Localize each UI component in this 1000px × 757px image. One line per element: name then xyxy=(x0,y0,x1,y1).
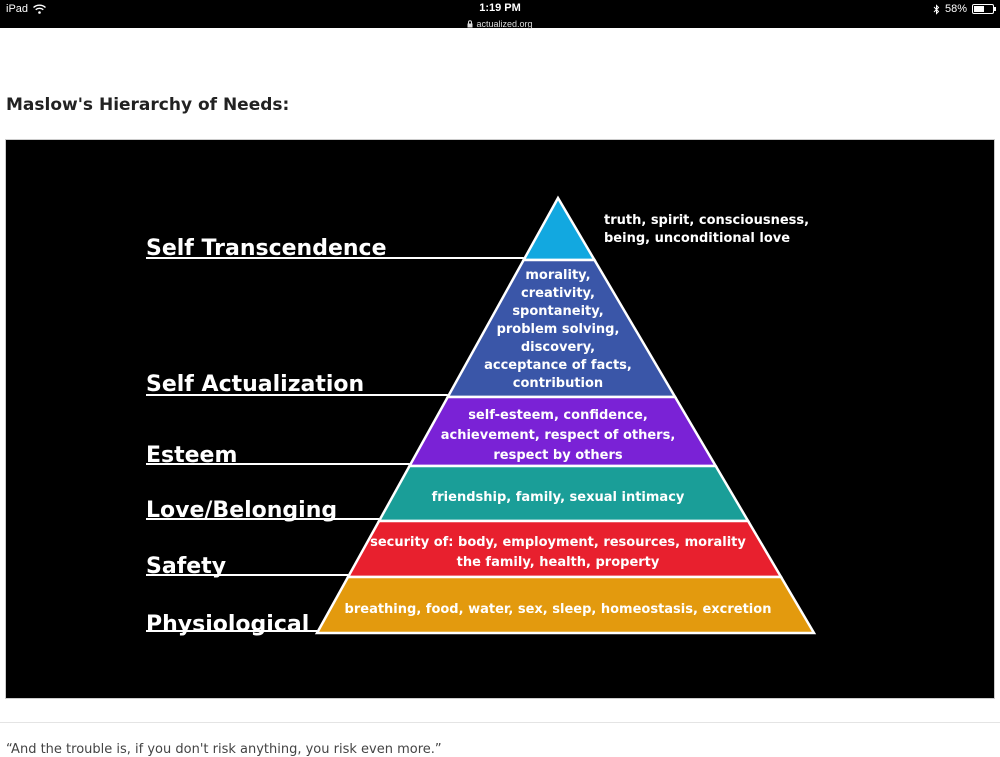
description-line: morality, xyxy=(525,268,590,283)
description-line: the family, health, property xyxy=(457,555,660,570)
divider xyxy=(0,722,1000,723)
description-line: self-esteem, confidence, xyxy=(468,408,648,423)
description-line: problem solving, xyxy=(497,322,620,337)
description-line: truth, spirit, consciousness, xyxy=(604,213,809,228)
device-name: iPad xyxy=(6,3,29,15)
status-bar-left: iPad xyxy=(6,3,46,15)
level-description: breathing, food, water, sex, sleep, home… xyxy=(345,602,772,617)
description-line: contribution xyxy=(513,376,603,391)
address-bar[interactable]: actualized.org xyxy=(467,18,533,30)
level-label: Love/Belonging xyxy=(146,498,337,523)
description-line: respect by others xyxy=(493,448,622,463)
level-description: self-esteem, confidence, achievement, res… xyxy=(441,408,676,463)
battery-percent: 58% xyxy=(944,3,967,15)
article-heading: Maslow's Hierarchy of Needs: xyxy=(6,95,290,115)
level-label: Self Transcendence xyxy=(146,236,387,261)
description-line: friendship, family, sexual intimacy xyxy=(432,490,685,505)
level-label: Self Actualization xyxy=(146,372,364,397)
level-label: Esteem xyxy=(146,443,237,468)
description-line: breathing, food, water, sex, sleep, home… xyxy=(345,602,772,617)
status-time: 1:19 PM xyxy=(479,2,521,14)
lock-icon xyxy=(467,20,473,28)
level-label: Safety xyxy=(146,554,226,579)
description-line: achievement, respect of others, xyxy=(441,428,676,443)
description-line: security of: body, employment, resources… xyxy=(370,535,746,550)
description-line: spontaneity, xyxy=(512,304,603,319)
description-line: acceptance of facts, xyxy=(484,358,632,373)
description-line: discovery, xyxy=(521,340,595,355)
level-description: morality, creativity, spontaneity, problem … xyxy=(484,268,632,391)
status-bar-center: 1:19 PM actualized.org xyxy=(0,2,1000,33)
wifi-icon xyxy=(33,4,46,14)
url-text: actualized.org xyxy=(476,18,533,29)
level-label: Physiological xyxy=(146,612,309,637)
level-description: truth, spirit, consciousness, being, unco… xyxy=(604,213,809,246)
pyramid-tier-0 xyxy=(521,195,597,262)
status-bar-right: 58% xyxy=(933,3,996,15)
bluetooth-icon xyxy=(933,3,940,15)
battery-level xyxy=(974,6,984,12)
description-line: creativity, xyxy=(521,286,595,301)
description-line: being, unconditional love xyxy=(604,231,790,246)
pyramid-tier-5 xyxy=(314,575,817,635)
battery-icon xyxy=(972,4,996,14)
status-bar: iPad 1:19 PM actualized.org 58% xyxy=(0,0,1000,29)
level-description: friendship, family, sexual intimacy xyxy=(432,490,685,505)
level-description: security of: body, employment, resources… xyxy=(370,535,746,570)
